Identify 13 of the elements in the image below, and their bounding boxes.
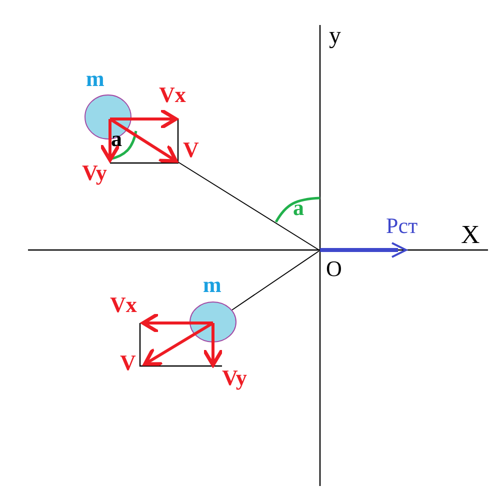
vector-label: V <box>183 139 199 161</box>
origin-label: O <box>326 258 342 280</box>
mass-label: m <box>203 274 222 296</box>
angle-label: a <box>293 197 304 219</box>
vector-label: Vy <box>222 367 247 389</box>
mass-label: m <box>86 68 104 90</box>
axis-label: X <box>461 222 480 248</box>
vector-label: Vx <box>110 294 137 316</box>
axis-label: y <box>329 24 341 48</box>
force-label: Pст <box>386 215 418 237</box>
vector-label: Vx <box>159 84 186 106</box>
vector-label: V <box>120 352 136 374</box>
vector-label: Vy <box>82 162 107 184</box>
